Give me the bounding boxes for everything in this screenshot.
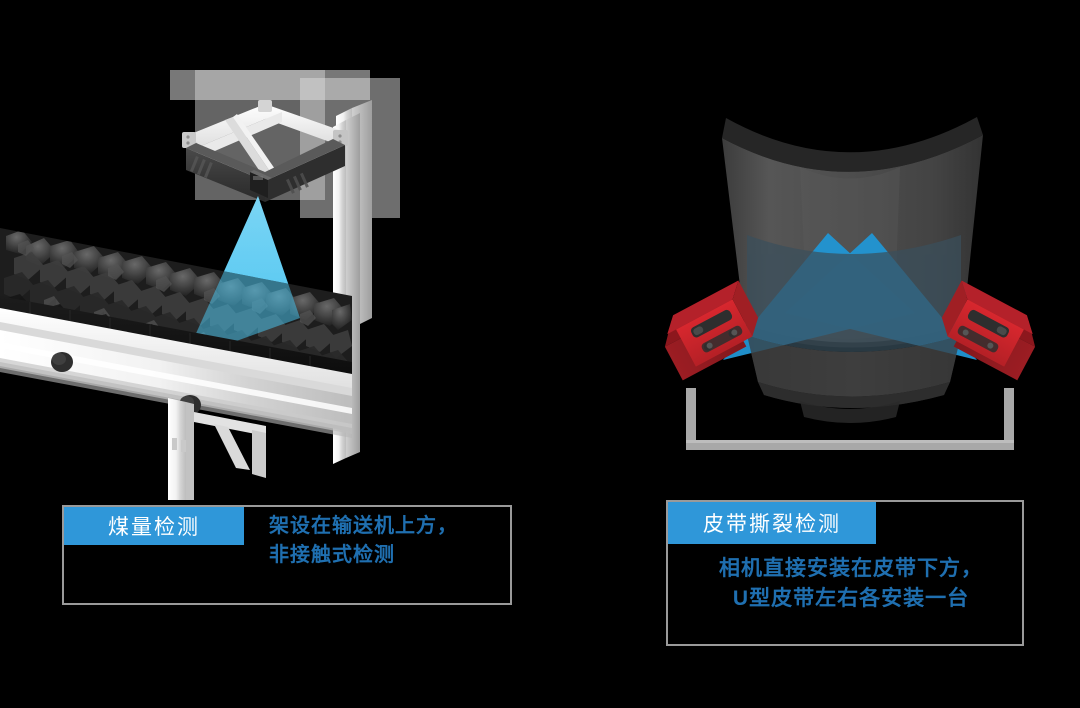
belt-tear-detection-illustration <box>650 95 1050 475</box>
coal-volume-detection-description: 架设在输送机上方， 非接触式检测 <box>269 515 458 566</box>
background-haze <box>170 70 400 218</box>
right-tear-detection-camera <box>941 280 1036 381</box>
mounting-bracket <box>686 388 1014 450</box>
belt-tear-detection-tag: 皮带撕裂检测 <box>668 502 876 544</box>
belt-beam-overlap <box>747 235 961 408</box>
coal-volume-detection-tag: 煤量检测 <box>64 507 244 545</box>
conveyor-structure <box>0 296 352 500</box>
belt-tear-detection-caption: 皮带撕裂检测 相机直接安装在皮带下方， U型皮带左右各安装一台 <box>666 500 1024 646</box>
belt-tear-detection-description: 相机直接安装在皮带下方， U型皮带左右各安装一台 <box>719 557 983 611</box>
left-tear-detection-camera <box>664 280 759 381</box>
coal-volume-detection-caption: 煤量检测 架设在输送机上方， 非接触式检测 <box>62 505 512 605</box>
overhead-laser-scanner <box>186 139 345 202</box>
coal-volume-detection-illustration <box>0 0 560 500</box>
